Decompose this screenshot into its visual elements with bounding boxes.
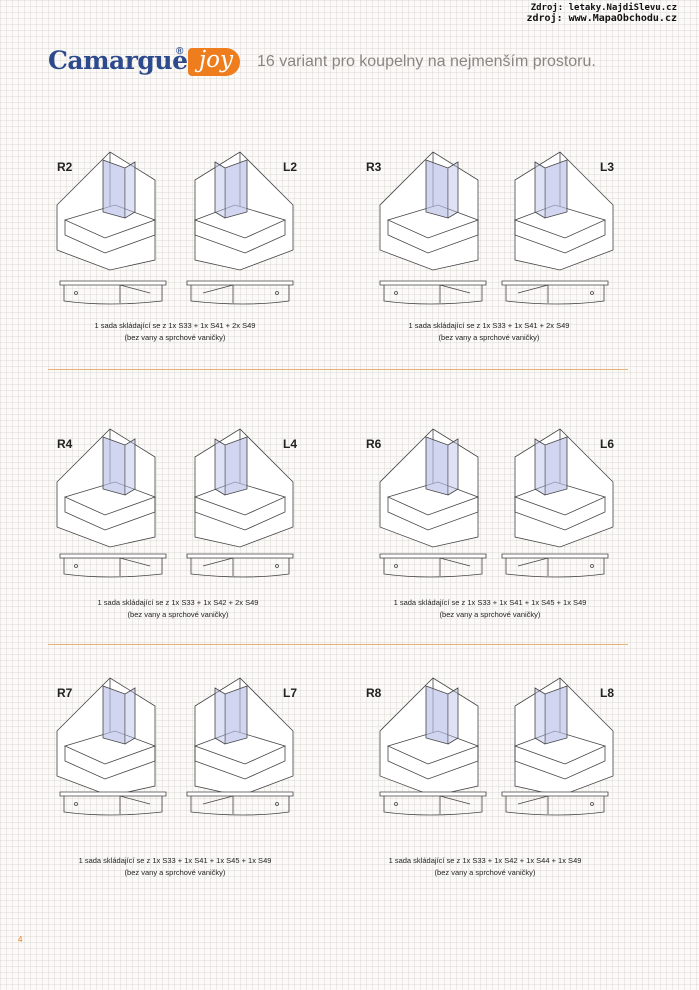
bath-plan-left	[501, 280, 609, 305]
bath-isometric-left	[513, 677, 614, 797]
set-caption: 1 sada skládající se z 1x S33 + 1x S42 +…	[388, 856, 582, 877]
bath-isometric-left	[193, 151, 294, 271]
bath-plan-right	[59, 280, 167, 305]
variant-label-l6: L6	[600, 437, 615, 451]
bath-isometric-right	[56, 428, 157, 548]
bath-isometric-left	[193, 428, 294, 548]
set-caption: 1 sada skládající se z 1x S33 + 1x S41 +…	[393, 598, 587, 619]
bath-plan-left	[186, 791, 294, 816]
variant-label-r6: R6	[366, 437, 382, 451]
variant-label-r4: R4	[57, 437, 73, 451]
bath-plan-right	[59, 791, 167, 816]
brand-registered-mark: ®	[176, 46, 184, 57]
section-divider	[48, 369, 628, 370]
bath-isometric-right	[56, 151, 157, 271]
variant-label-l2: L2	[283, 160, 298, 174]
bath-isometric-left	[513, 428, 614, 548]
bath-isometric-right	[379, 151, 480, 271]
brand-joy-tag: joy	[188, 47, 240, 76]
bath-plan-right	[379, 553, 487, 578]
variant-label-r2: R2	[57, 160, 73, 174]
set-caption: 1 sada skládající se z 1x S33 + 1x S41 +…	[78, 856, 272, 877]
bath-plan-right	[379, 280, 487, 305]
bath-plan-left	[186, 280, 294, 305]
section-divider	[48, 644, 628, 645]
set-caption: 1 sada skládající se z 1x S33 + 1x S41 +…	[94, 321, 256, 342]
bath-isometric-right	[56, 677, 157, 797]
variant-label-l4: L4	[283, 437, 298, 451]
source-mapaobchodu: zdroj: www.MapaObchodu.cz	[526, 13, 677, 24]
page-number: 4	[18, 935, 23, 944]
bath-plan-right	[379, 791, 487, 816]
variant-label-r3: R3	[366, 160, 382, 174]
bath-isometric-right	[379, 428, 480, 548]
bath-isometric-left	[513, 151, 614, 271]
source-najdislevu: Zdroj: letaky.NajdiSlevu.cz	[530, 3, 677, 13]
variant-label-r7: R7	[57, 686, 73, 700]
bath-plan-left	[186, 553, 294, 578]
variant-label-l3: L3	[600, 160, 615, 174]
bath-plan-left	[501, 791, 609, 816]
set-caption: 1 sada skládající se z 1x S33 + 1x S41 +…	[408, 321, 570, 342]
bath-isometric-right	[379, 677, 480, 797]
bath-plan-left	[501, 553, 609, 578]
variant-label-l7: L7	[283, 686, 298, 700]
brand-sub: joy	[199, 47, 233, 73]
bath-plan-right	[59, 553, 167, 578]
page-title: 16 variant pro koupelny na nejmenším pro…	[257, 53, 596, 70]
variant-label-r8: R8	[366, 686, 382, 700]
variant-label-l8: L8	[600, 686, 615, 700]
set-caption: 1 sada skládající se z 1x S33 + 1x S42 +…	[97, 598, 259, 619]
bath-isometric-left	[193, 677, 294, 797]
brand-name: Camargue	[48, 46, 188, 75]
